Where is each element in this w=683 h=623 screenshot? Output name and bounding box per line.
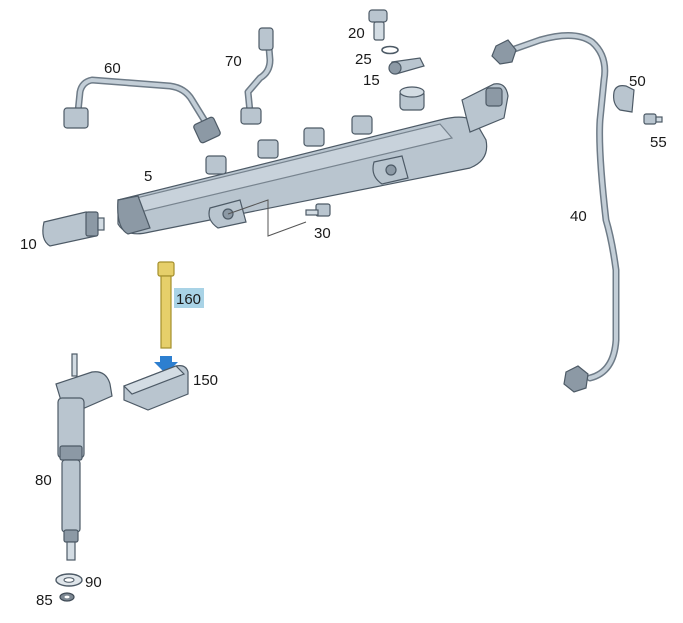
callout-25[interactable]: 25 — [355, 51, 372, 68]
callout-80[interactable]: 80 — [35, 472, 52, 489]
callout-60[interactable]: 60 — [104, 60, 121, 77]
seal-ring-25[interactable] — [381, 45, 399, 55]
fuel-line-60[interactable] — [63, 76, 221, 144]
callout-85[interactable]: 85 — [36, 592, 53, 609]
pressure-sensor-10[interactable] — [42, 211, 105, 247]
callout-90[interactable]: 90 — [85, 574, 102, 591]
callout-50[interactable]: 50 — [629, 73, 646, 90]
callout-40[interactable]: 40 — [570, 208, 587, 225]
clamp-50[interactable] — [613, 85, 635, 113]
injector-80[interactable] — [55, 353, 113, 561]
fuel-line-40[interactable] — [491, 32, 620, 393]
callout-30[interactable]: 30 — [314, 225, 331, 242]
callout-160[interactable]: 160 — [176, 291, 201, 308]
direction-arrow-icon — [154, 356, 178, 374]
washer-90[interactable] — [55, 573, 83, 587]
highlight-label-box — [174, 288, 204, 308]
fuel-line-70[interactable] — [240, 27, 274, 125]
bolt-55[interactable] — [643, 113, 663, 125]
seal-85[interactable] — [59, 592, 75, 602]
leader-30 — [227, 199, 307, 237]
callout-150[interactable]: 150 — [193, 372, 218, 389]
screw-30[interactable] — [305, 203, 331, 217]
bolt-20[interactable] — [368, 9, 388, 41]
callout-70[interactable]: 70 — [225, 53, 242, 70]
fitting-15[interactable] — [388, 57, 425, 75]
callout-20[interactable]: 20 — [348, 25, 365, 42]
fuel-rail-5[interactable] — [117, 83, 509, 235]
clamp-150[interactable] — [122, 365, 189, 411]
callout-55[interactable]: 55 — [650, 134, 667, 151]
callout-10[interactable]: 10 — [20, 236, 37, 253]
callout-5[interactable]: 5 — [144, 168, 152, 185]
bolt-160[interactable] — [154, 261, 178, 374]
callout-15[interactable]: 15 — [363, 72, 380, 89]
